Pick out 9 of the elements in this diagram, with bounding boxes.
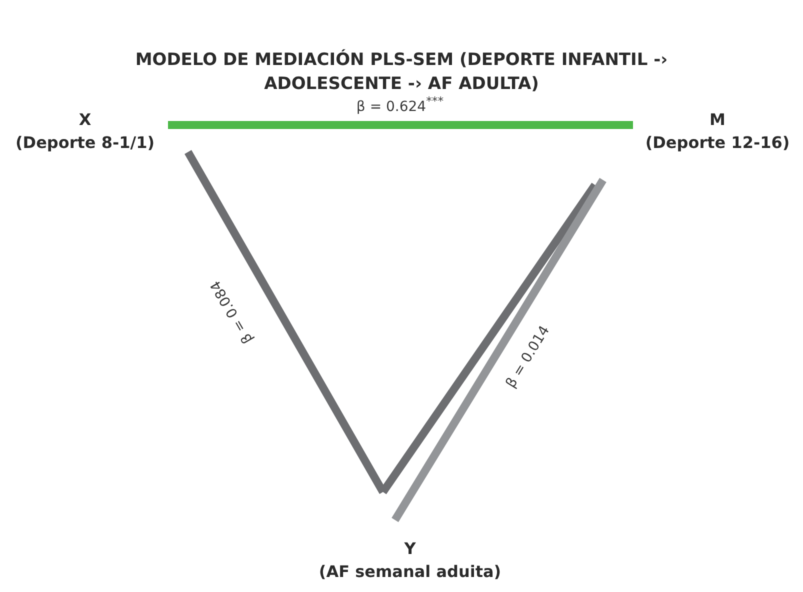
variable-letter: Y bbox=[404, 538, 416, 560]
variable-name: (Deporte 12-16) bbox=[645, 132, 790, 154]
diagram-title: MODELO DE MEDIACIÓN PLS-SEM (DEPORTE INFANTIL -› ADOLESCENTE -› AF ADULTA) bbox=[134, 48, 669, 96]
path-line bbox=[392, 178, 606, 522]
variable-letter: M bbox=[710, 109, 726, 131]
variable-name: (Deporte 8-1/1) bbox=[15, 132, 155, 154]
path-line bbox=[168, 121, 633, 129]
variable-name: (AF semanal aduita) bbox=[318, 561, 502, 583]
variable-letter: X bbox=[78, 109, 92, 131]
